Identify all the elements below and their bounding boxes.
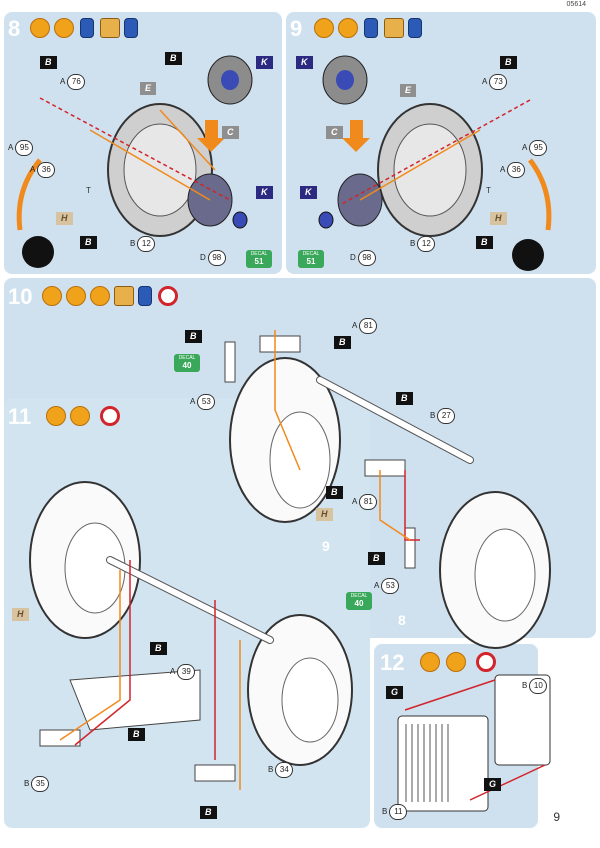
- color-flag-b: B: [128, 728, 145, 741]
- step-9-drawing: [318, 55, 552, 271]
- step-number-11: 11: [8, 404, 32, 429]
- color-flag-h: H: [490, 212, 507, 225]
- color-flag-e: E: [400, 84, 417, 97]
- step-12-drawing: [397, 674, 551, 812]
- cement-icon: [314, 18, 334, 38]
- color-flag-g: G: [386, 686, 404, 699]
- color-flag-b: B: [200, 806, 217, 819]
- step-8-drawing: [16, 55, 253, 268]
- color-flag-b: B: [476, 236, 493, 249]
- paint-set-icon: [384, 18, 404, 38]
- step-number-12: 12: [380, 650, 405, 675]
- color-flag-b: B: [150, 642, 167, 655]
- paint-brush-icon: [90, 286, 110, 306]
- color-flag-g: G: [484, 778, 502, 791]
- color-flag-h: H: [316, 508, 333, 521]
- color-flag-c: C: [222, 126, 239, 139]
- part-label: T: [86, 186, 91, 195]
- paint-jar-icon: [364, 18, 378, 38]
- color-flag-b: B: [80, 236, 97, 249]
- color-flag-h: H: [12, 608, 29, 621]
- color-flag-k: K: [256, 186, 273, 199]
- cement-icon: [30, 18, 50, 38]
- step-number-8: 8: [8, 16, 21, 41]
- drying-time-clock-icon: [100, 406, 120, 426]
- part-label: T: [486, 186, 491, 195]
- paint-jar-icon: [408, 18, 422, 38]
- paint-jar-icon: [138, 286, 152, 306]
- paint-brush-icon: [338, 18, 358, 38]
- paint-brush-icon: [446, 652, 466, 672]
- color-flag-h: H: [56, 212, 73, 225]
- color-flag-k: K: [296, 56, 313, 69]
- color-flag-b: B: [368, 552, 385, 565]
- color-flag-b: B: [40, 56, 57, 69]
- paint-brush-icon: [66, 286, 86, 306]
- step-number-10: 10: [8, 284, 33, 309]
- color-flag-b: B: [185, 330, 202, 343]
- step-number-9: 9: [290, 16, 303, 41]
- page-code: 05614: [566, 1, 586, 8]
- color-flag-e: E: [140, 82, 157, 95]
- color-flag-b: B: [396, 392, 413, 405]
- step-11-drawing: [29, 481, 353, 790]
- drying-time-clock-icon: [476, 652, 496, 672]
- color-flag-b: B: [334, 336, 351, 349]
- cement-icon: [420, 652, 440, 672]
- cement-icon: [42, 286, 62, 306]
- color-flag-k: K: [256, 56, 273, 69]
- sub-step-label: 8: [398, 612, 406, 628]
- drying-time-clock-icon: [158, 286, 178, 306]
- page-number: 9: [553, 810, 560, 824]
- paint-jar-icon: [124, 18, 138, 38]
- color-flag-k: K: [300, 186, 317, 199]
- color-flag-c: C: [326, 126, 343, 139]
- color-flag-b: B: [326, 486, 343, 499]
- color-flag-b: B: [500, 56, 517, 69]
- paint-set-icon: [114, 286, 134, 306]
- step-10-drawing: [224, 330, 551, 649]
- sub-step-label: 9: [322, 538, 330, 554]
- color-flag-b: B: [165, 52, 182, 65]
- cement-icon: [46, 406, 66, 426]
- paint-brush-icon: [70, 406, 90, 426]
- paint-jar-icon: [80, 18, 94, 38]
- paint-set-icon: [100, 18, 120, 38]
- paint-brush-icon: [54, 18, 74, 38]
